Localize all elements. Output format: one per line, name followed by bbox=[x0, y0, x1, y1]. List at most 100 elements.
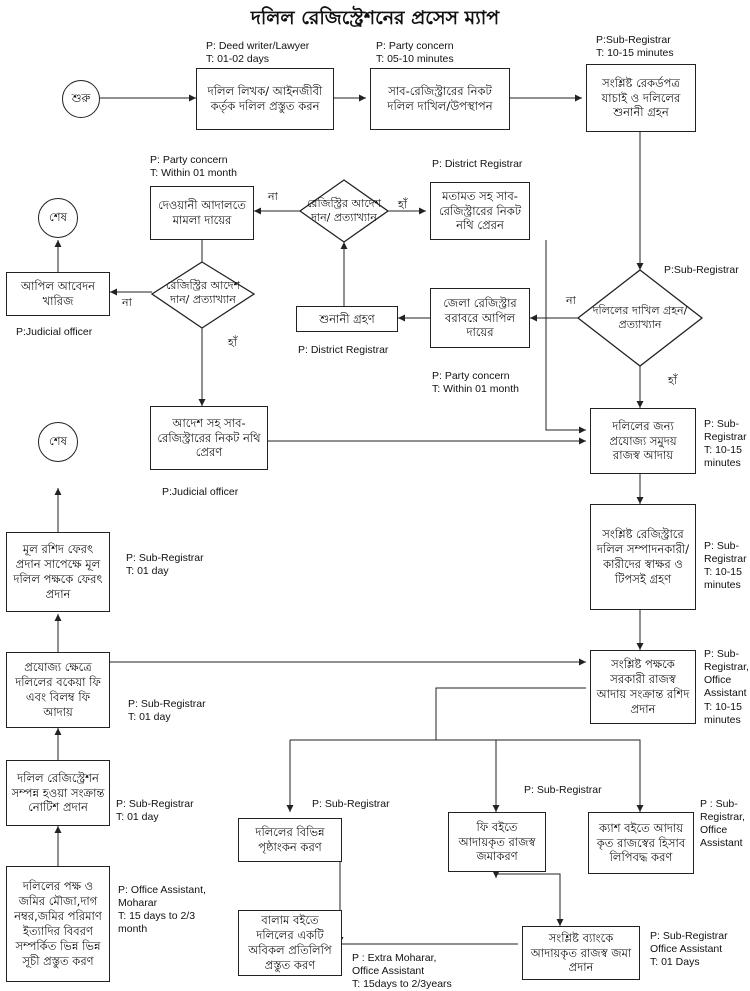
annotation-line: P: District Registrar bbox=[298, 344, 389, 356]
annotation-line: minutes bbox=[704, 713, 741, 726]
notice-step: দলিল রেজিস্ট্রেশন সম্পন্ন হওয়া সংক্রান্… bbox=[6, 760, 110, 826]
annotation-line: T: 01 Days bbox=[650, 956, 700, 969]
annotation-line: Assistant bbox=[700, 837, 743, 850]
receipt-issue-step: সংশ্লিষ্ট পক্ষকে সরকারী রাজস্ব আদায় সংক… bbox=[590, 650, 696, 724]
annotation-line: T: 10-15 bbox=[704, 566, 742, 579]
decision-accept-label: দলিলের দাখিল গ্রহন/প্রত্যাখ্যান bbox=[592, 304, 688, 331]
annotation-line: T: 15days to 2/3years bbox=[352, 978, 452, 991]
annotation-line: P: Sub- bbox=[704, 540, 740, 552]
decision-court-shape bbox=[150, 261, 256, 329]
branch-no-label: না bbox=[268, 190, 278, 203]
appeal-rejection-step: আপিল আবেদন খারিজ bbox=[6, 272, 110, 316]
annotation-line: Registrar bbox=[704, 553, 747, 566]
branch-no-label: না bbox=[122, 296, 132, 309]
deficit-fee-step: প্রযোজ্য ক্ষেত্রে দলিলের বকেয়া ফি এবং ব… bbox=[6, 652, 110, 728]
bank-deposit-step: সংশ্লিষ্ট ব্যাংকে আদায়কৃত রাজস্ব জমা প্… bbox=[522, 926, 640, 980]
annotation: P:Sub-Registrar bbox=[664, 264, 739, 277]
order-send-step: আদেশ সহ সাব- রেজিস্ট্রারের নিকট নথি প্রে… bbox=[150, 406, 268, 470]
cash-book-step: ক্যাশ বইতে আদায় কৃত রাজস্বের হিসাব লিপি… bbox=[588, 812, 694, 874]
annotation-line: P : Sub- bbox=[700, 798, 738, 810]
record-verification-step: সংশ্লিষ্ট রেকর্ডপত্র যাচাই ও দলিলের শুনা… bbox=[586, 64, 696, 132]
signature-collection-step: সংশ্লিষ্ট রেজিস্ট্রারে দলিল সম্পাদনকারী/… bbox=[590, 504, 696, 610]
annotation: P:Judicial officer bbox=[162, 486, 238, 499]
decision-registrar-shape bbox=[298, 179, 390, 243]
annotation-line: T: 01 day bbox=[126, 565, 169, 578]
annotation-line: Assistant bbox=[704, 687, 747, 700]
page-marking-step: দলিলের বিভিন্ন পৃষ্ঠাংকন করণ bbox=[238, 818, 342, 862]
annotation-line: P: District Registrar bbox=[432, 158, 523, 170]
annotation-line: P:Sub-Registrar bbox=[664, 264, 739, 276]
annotation-line: P: Sub-Registrar bbox=[126, 552, 204, 564]
start-node: শুরু bbox=[62, 80, 100, 118]
annotation-line: P:Judicial officer bbox=[162, 486, 239, 498]
annotation-line: P:Judicial officer bbox=[16, 326, 93, 338]
deed-submission-step: সাব-রেজিস্ট্রারের নিকট দলিল দাখিল/উপস্থা… bbox=[370, 68, 510, 130]
diagram-title: দলিল রেজিস্ট্রেশনের প্রসেস ম্যাপ bbox=[250, 7, 500, 29]
annotation-line: P: Party concern bbox=[376, 40, 454, 52]
district-appeal-step: জেলা রেজিস্ট্রার বরাবরে আপিল দায়ের bbox=[430, 288, 530, 348]
annotation-line: P:Sub-Registrar bbox=[596, 34, 671, 46]
annotation-line: P: Sub- bbox=[704, 418, 740, 430]
annotation-line: Registrar bbox=[704, 431, 747, 444]
annotation-line: P: Sub-Registrar bbox=[116, 798, 194, 810]
annotation-line: T: 10-15 bbox=[704, 700, 742, 713]
annotation-line: P: Party concern bbox=[150, 154, 228, 166]
annotation: P:Judicial officer bbox=[16, 326, 92, 339]
annotation: P: District Registrar bbox=[298, 344, 388, 357]
branch-yes-label: হাঁ bbox=[668, 374, 677, 387]
annotation-line: P: Deed writer/Lawyer bbox=[206, 40, 310, 52]
volume-copy-step: বালাম বইতে দলিলের একটি অবিকল প্রতিলিপি প… bbox=[238, 910, 342, 976]
annotation-line: P: Sub-Registrar bbox=[650, 930, 728, 942]
annotation-line: P : Extra Moharar, bbox=[352, 952, 437, 964]
civil-suit-step: দেওয়ানী আদালতে মামলা দায়ের bbox=[150, 186, 254, 240]
annotation-line: T: 10-15 bbox=[704, 444, 742, 457]
annotation: P: Sub-Registrar bbox=[524, 784, 602, 797]
annotation-line: T: Within 01 month bbox=[150, 167, 237, 180]
branch-yes-label: হাঁ bbox=[228, 336, 237, 349]
deed-preparation-step: দলিল লিখক/ আইনজীবী কর্তৃক দলিল প্রস্তুত … bbox=[196, 68, 334, 130]
annotation-line: P: Office Assistant, bbox=[118, 884, 206, 896]
index-list-step: দলিলের পক্ষ ও জমির মৌজা,দাগ নম্বর,জমির প… bbox=[6, 866, 110, 982]
end-node: শেষ bbox=[38, 422, 78, 462]
annotation-line: P: Sub-Registrar bbox=[524, 784, 602, 796]
deed-return-step: মূল রশিদ ফেরৎ প্রদান সাপেক্ষে মূল দলিল প… bbox=[6, 532, 110, 612]
annotation-line: P: Party concern bbox=[432, 370, 510, 382]
annotation-line: P: Sub-Registrar bbox=[312, 798, 390, 810]
annotation-line: Moharar bbox=[118, 897, 158, 910]
annotation-line: P: Sub-Registrar bbox=[128, 698, 206, 710]
annotation-line: Office Assistant bbox=[352, 965, 425, 978]
annotation-line: minutes bbox=[704, 457, 741, 470]
hearing-step: শুনানী গ্রহণ bbox=[296, 306, 398, 332]
annotation-line: Registrar, bbox=[700, 811, 745, 824]
annotation-line: Registrar, bbox=[704, 661, 749, 674]
annotation-line: T: 01-02 days bbox=[206, 53, 270, 66]
decision-court-label: রেজিস্ট্রির আদেশ দান/ প্রত্যাখ্যান bbox=[165, 279, 241, 306]
annotation-line: month bbox=[118, 923, 148, 936]
annotation-line: Office bbox=[704, 674, 732, 687]
annotation-line: P: Sub- bbox=[704, 648, 740, 660]
decision-registrar-label: রেজিস্ট্রির আদেশ দান/ প্রত্যাখ্যান bbox=[306, 197, 382, 224]
branch-no-label: না bbox=[566, 294, 576, 307]
branch-yes-label: হাঁ bbox=[398, 198, 407, 211]
fee-book-step: ফি বইতে আদায়কৃত রাজস্ব জমাকরণ bbox=[448, 812, 546, 872]
annotation-line: T: Within 01 month bbox=[432, 383, 519, 396]
revenue-collection-step: দলিলের জন্য প্রযোজ্য সমুদয় রাজস্ব আদায় bbox=[590, 408, 696, 474]
annotation-line: T: 15 days to 2/3 bbox=[118, 910, 196, 923]
annotation-line: T: 05-10 minutes bbox=[376, 53, 454, 66]
